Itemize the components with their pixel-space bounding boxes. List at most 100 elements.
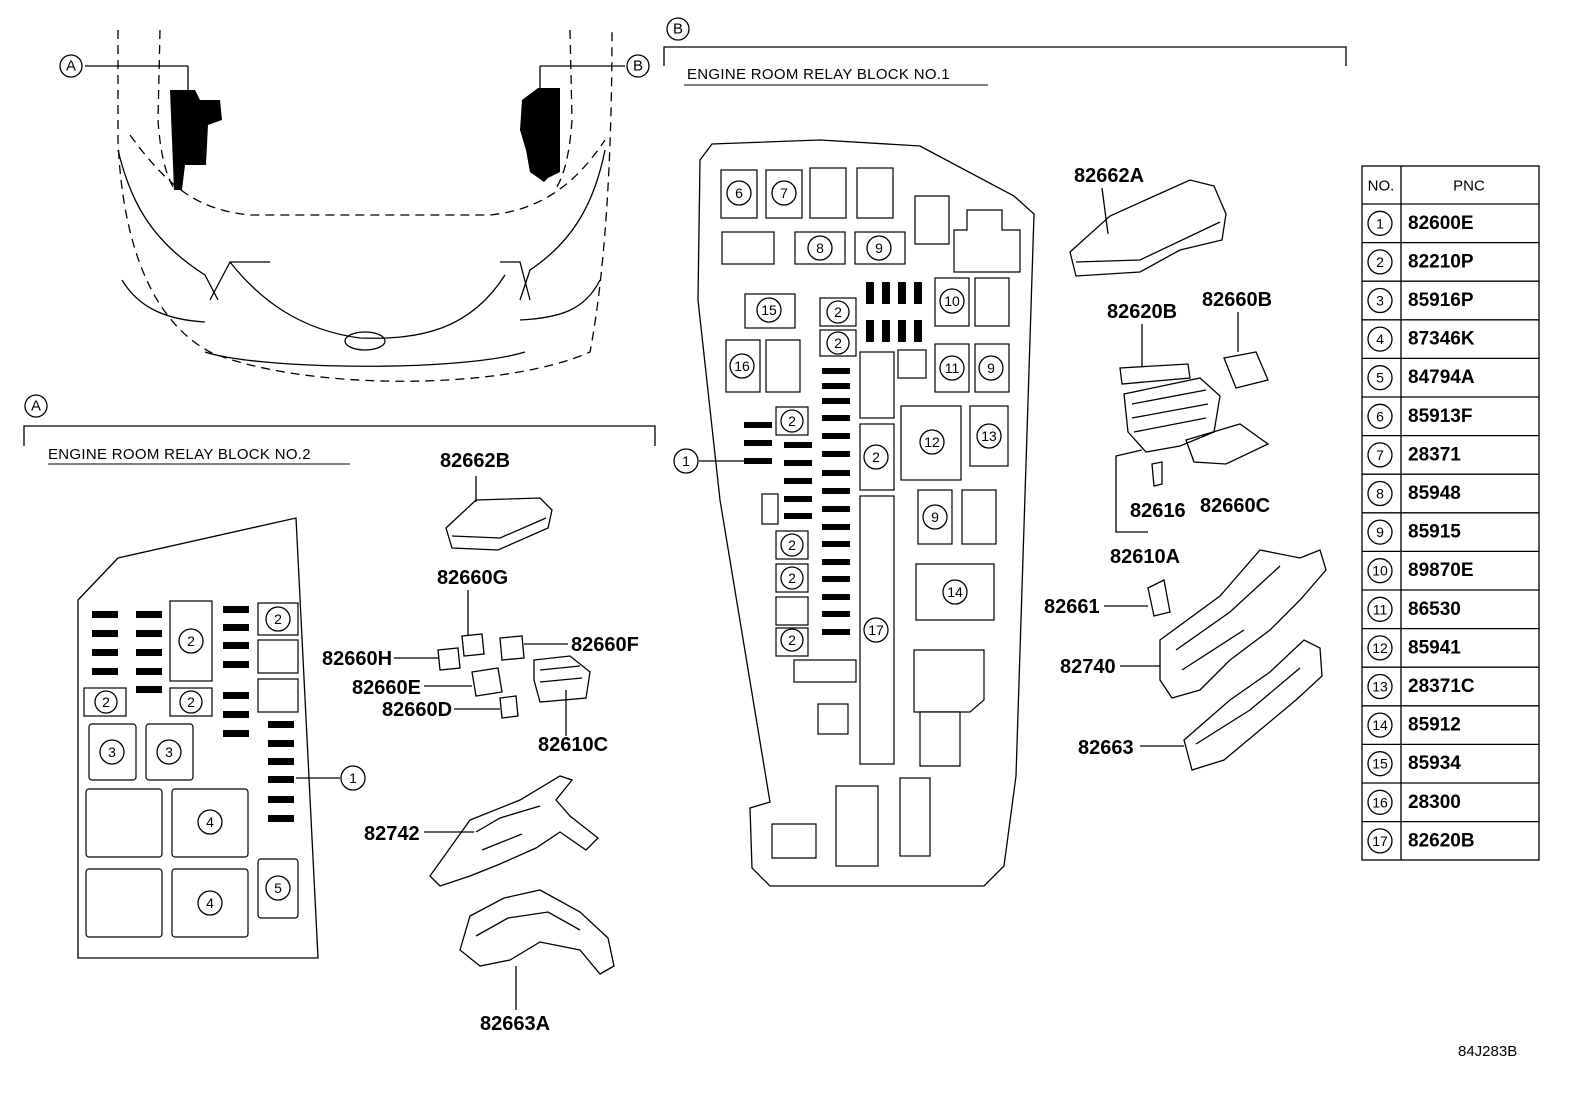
section-a-marker: A <box>24 394 48 418</box>
part-82660H: 82660H <box>322 647 461 671</box>
table-row: 1 82600E <box>1367 210 1474 236</box>
part-82742: 82742 <box>364 775 599 887</box>
svg-text:7: 7 <box>780 185 788 201</box>
svg-text:2: 2 <box>788 413 796 429</box>
relay-block-no2 <box>77 517 319 959</box>
table-cell-no: 9 <box>1376 524 1384 540</box>
part-82620B: 82620B <box>1107 301 1191 385</box>
svg-text:82740: 82740 <box>1060 656 1116 678</box>
table-cell-pnc: 82600E <box>1408 213 1474 234</box>
svg-text:82660H: 82660H <box>322 648 392 670</box>
table-row: 2 82210P <box>1367 249 1474 275</box>
svg-text:82662B: 82662B <box>440 450 510 472</box>
svg-text:82616: 82616 <box>1130 500 1186 522</box>
svg-text:3: 3 <box>108 744 116 760</box>
svg-text:82660E: 82660E <box>352 677 421 699</box>
svg-text:82660C: 82660C <box>1200 495 1270 517</box>
svg-text:5: 5 <box>274 880 282 896</box>
table-cell-pnc: 84794A <box>1408 367 1475 388</box>
part-82661: 82661 <box>1044 579 1171 618</box>
table-cell-pnc: 28371 <box>1408 444 1461 465</box>
svg-text:10: 10 <box>944 293 960 309</box>
part-82740: 82740 <box>1060 549 1327 699</box>
part-82660B: 82660B <box>1202 289 1272 389</box>
svg-text:2: 2 <box>788 632 796 648</box>
table-cell-pnc: 82210P <box>1408 251 1474 272</box>
svg-text:82660F: 82660F <box>571 634 639 656</box>
svg-text:82742: 82742 <box>364 823 420 845</box>
section-a-title: ENGINE ROOM RELAY BLOCK NO.2 <box>48 446 311 463</box>
table-row: 7 28371 <box>1367 442 1461 468</box>
svg-text:1: 1 <box>682 453 690 469</box>
part-82660E: 82660E <box>352 667 503 699</box>
svg-text:2: 2 <box>788 537 796 553</box>
table-cell-pnc: 85915 <box>1408 522 1461 543</box>
svg-text:82660B: 82660B <box>1202 289 1272 311</box>
table-cell-no: 17 <box>1372 833 1388 849</box>
table-cell-no: 13 <box>1372 679 1388 695</box>
part-82610C: 82610C <box>533 655 608 756</box>
svg-text:2: 2 <box>274 611 282 627</box>
svg-text:2: 2 <box>187 633 195 649</box>
svg-text:6: 6 <box>735 185 743 201</box>
relay-block-location-b <box>520 88 560 182</box>
vehicle-marker-b: B <box>626 54 650 78</box>
table-cell-pnc: 85913F <box>1408 406 1472 427</box>
relay-block-location-a <box>170 90 222 190</box>
table-cell-no: 2 <box>1376 254 1384 270</box>
block2-callouts: 2 2 2 2 3 3 4 4 5 1 <box>94 606 366 916</box>
table-cell-no: 5 <box>1376 370 1384 386</box>
svg-text:2: 2 <box>187 694 195 710</box>
svg-text:11: 11 <box>945 360 960 376</box>
svg-text:8: 8 <box>816 240 824 256</box>
table-cell-no: 15 <box>1372 756 1388 772</box>
table-row: 6 85913F <box>1367 403 1472 429</box>
table-cell-no: 8 <box>1376 486 1384 502</box>
table-cell-pnc: 85941 <box>1408 637 1461 658</box>
svg-text:A: A <box>66 58 76 75</box>
part-82610A-assembly: 82616 82660C 82610A <box>1110 377 1270 568</box>
table-cell-no: 1 <box>1376 215 1384 231</box>
relay-block-no1 <box>697 139 1035 887</box>
figure-reference: 84J283B <box>1458 1043 1517 1060</box>
svg-text:2: 2 <box>872 449 880 465</box>
table-cell-no: 16 <box>1372 794 1388 810</box>
table-cell-no: 7 <box>1376 447 1384 463</box>
part-82663: 82663 <box>1078 639 1323 771</box>
table-cell-no: 6 <box>1376 408 1384 424</box>
part-82660G: 82660G <box>437 567 508 657</box>
table-cell-pnc: 85912 <box>1408 715 1461 736</box>
svg-text:82663: 82663 <box>1078 737 1134 759</box>
svg-text:13: 13 <box>981 428 997 444</box>
svg-text:82662A: 82662A <box>1074 165 1144 187</box>
svg-text:9: 9 <box>931 509 939 525</box>
svg-text:4: 4 <box>206 895 214 911</box>
table-cell-pnc: 89870E <box>1408 560 1474 581</box>
svg-text:2: 2 <box>834 335 842 351</box>
svg-text:14: 14 <box>947 584 963 600</box>
svg-text:2: 2 <box>102 694 110 710</box>
vehicle-front-outline <box>117 29 613 382</box>
section-b-title: ENGINE ROOM RELAY BLOCK NO.1 <box>687 66 950 83</box>
svg-text:15: 15 <box>761 302 777 318</box>
svg-text:17: 17 <box>868 622 884 638</box>
table-cell-no: 14 <box>1372 717 1388 733</box>
block1-callouts: 6 7 8 9 15 10 2 2 16 11 9 2 12 13 2 9 2 … <box>673 180 1004 652</box>
part-82662A: 82662A <box>1069 165 1227 277</box>
svg-text:1: 1 <box>349 770 357 786</box>
svg-text:9: 9 <box>987 360 995 376</box>
table-cell-pnc: 87346K <box>1408 329 1475 350</box>
part-82660D: 82660D <box>382 695 519 721</box>
svg-text:82660D: 82660D <box>382 699 452 721</box>
part-82663A: 82663A <box>459 889 615 1035</box>
